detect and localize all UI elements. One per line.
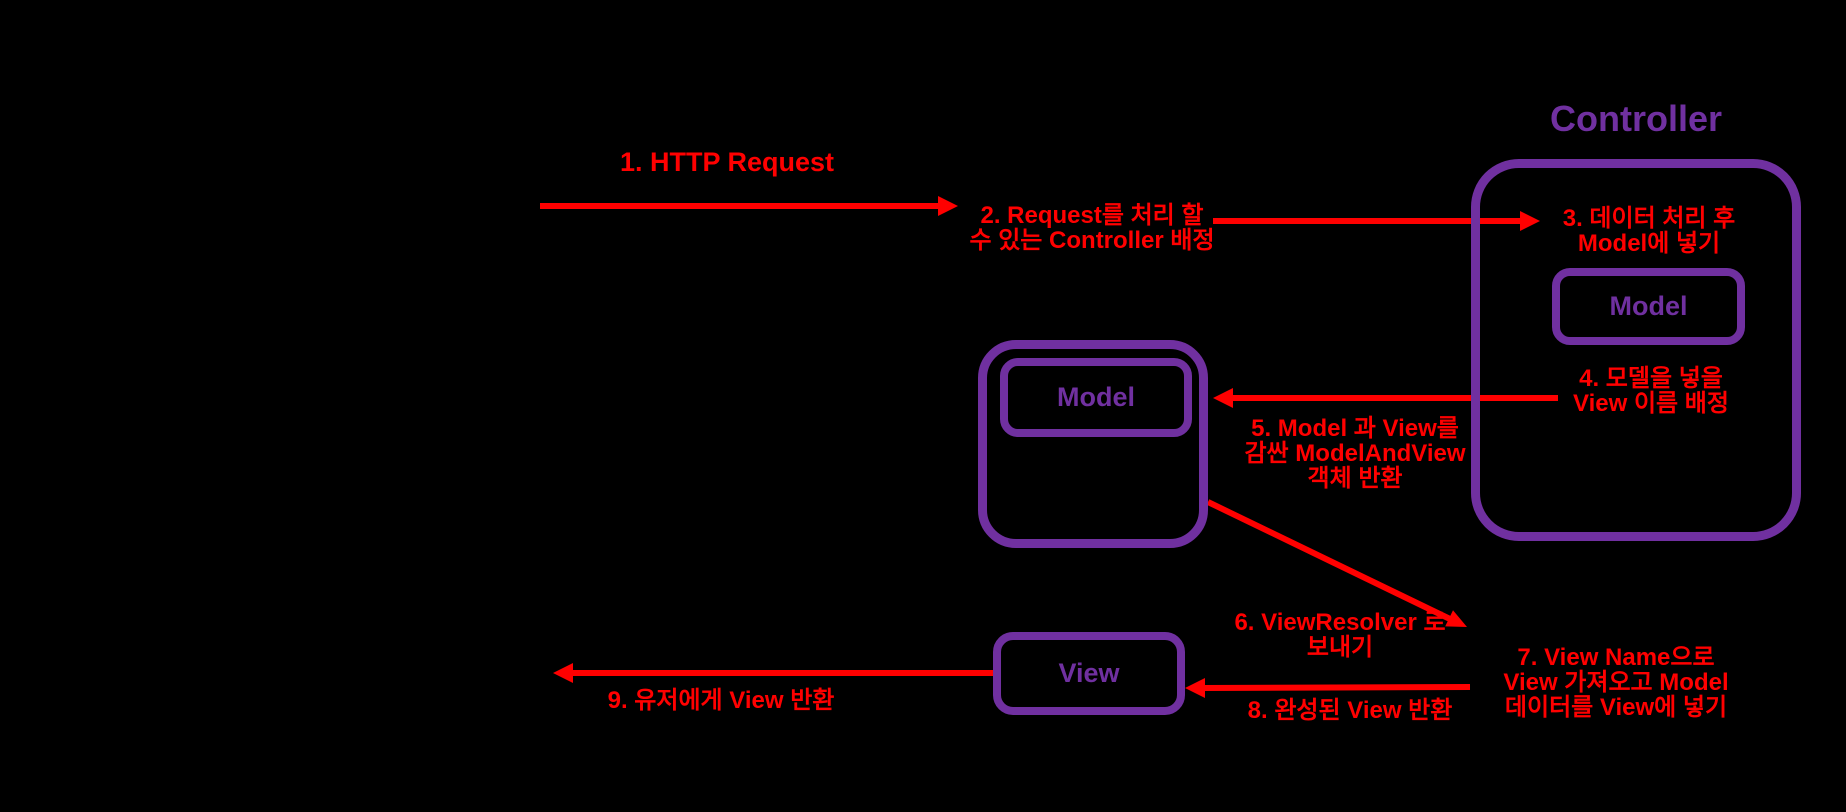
- step-6-line: 6. ViewResolver 로: [1234, 609, 1446, 636]
- step-6-send-to-viewresolver: 6. ViewResolver 로 보내기: [1234, 610, 1445, 660]
- step-2-line: 수 있는 Controller 배정: [969, 227, 1215, 254]
- arrow-return-completed-view: [1185, 678, 1471, 698]
- step-9-return-view-to-user: 9. 유저에게 View 반환: [608, 688, 835, 713]
- step-5-line: 5. Model 과 View를: [1251, 415, 1459, 442]
- step-7-line: 데이터를 View에 넣기: [1504, 694, 1728, 721]
- step-2-line: 2. Request를 처리 할: [980, 202, 1204, 229]
- view-label: View: [1058, 658, 1120, 688]
- view-box: View: [993, 632, 1185, 715]
- controller-title: Controller: [1549, 98, 1722, 139]
- arrow-http-request: [540, 196, 958, 216]
- step-6-line: 보내기: [1306, 634, 1374, 661]
- modelandview-model-label: Model: [1057, 382, 1135, 412]
- step-9-line: 9. 유저에게 View 반환: [607, 687, 835, 714]
- step-5-line: 감싼 ModelAndView: [1244, 440, 1466, 467]
- step-5-line: 객체 반환: [1307, 465, 1403, 492]
- step-7-get-view-by-name: 7. View Name으로 View 가져오고 Model 데이터를 View…: [1503, 645, 1728, 720]
- step-8-return-completed-view: 8. 완성된 View 반환: [1248, 698, 1453, 723]
- step-1-line: 1. HTTP Request: [619, 147, 835, 177]
- controller-model-label: Model: [1609, 291, 1688, 321]
- controller-box: [1471, 159, 1801, 541]
- step-5-return-modelandview: 5. Model 과 View를 감싼 ModelAndView 객체 반환: [1244, 416, 1465, 491]
- step-3-process-data: 3. 데이터 처리 후 Model에 넣기: [1563, 206, 1736, 256]
- step-2-assign-controller: 2. Request를 처리 할 수 있는 Controller 배정: [969, 203, 1214, 253]
- step-7-line: View 가져오고 Model: [1503, 669, 1729, 696]
- step-4-line: View 이름 배정: [1573, 390, 1729, 417]
- step-3-line: Model에 넣기: [1577, 230, 1721, 257]
- modelandview-model-box: Model: [1000, 358, 1192, 437]
- step-8-line: 8. 완성된 View 반환: [1247, 697, 1453, 724]
- step-4-line: 4. 모델을 넣을: [1579, 365, 1723, 392]
- step-7-line: 7. View Name으로: [1517, 644, 1715, 671]
- modelandview-box: [978, 340, 1208, 548]
- step-4-assign-view-name: 4. 모델을 넣을 View 이름 배정: [1573, 366, 1729, 416]
- arrow-return-view-to-user: [553, 663, 993, 683]
- step-3-line: 3. 데이터 처리 후: [1562, 205, 1736, 232]
- controller-model-box: Model: [1552, 268, 1745, 345]
- step-1-http-request: 1. HTTP Request: [620, 148, 834, 177]
